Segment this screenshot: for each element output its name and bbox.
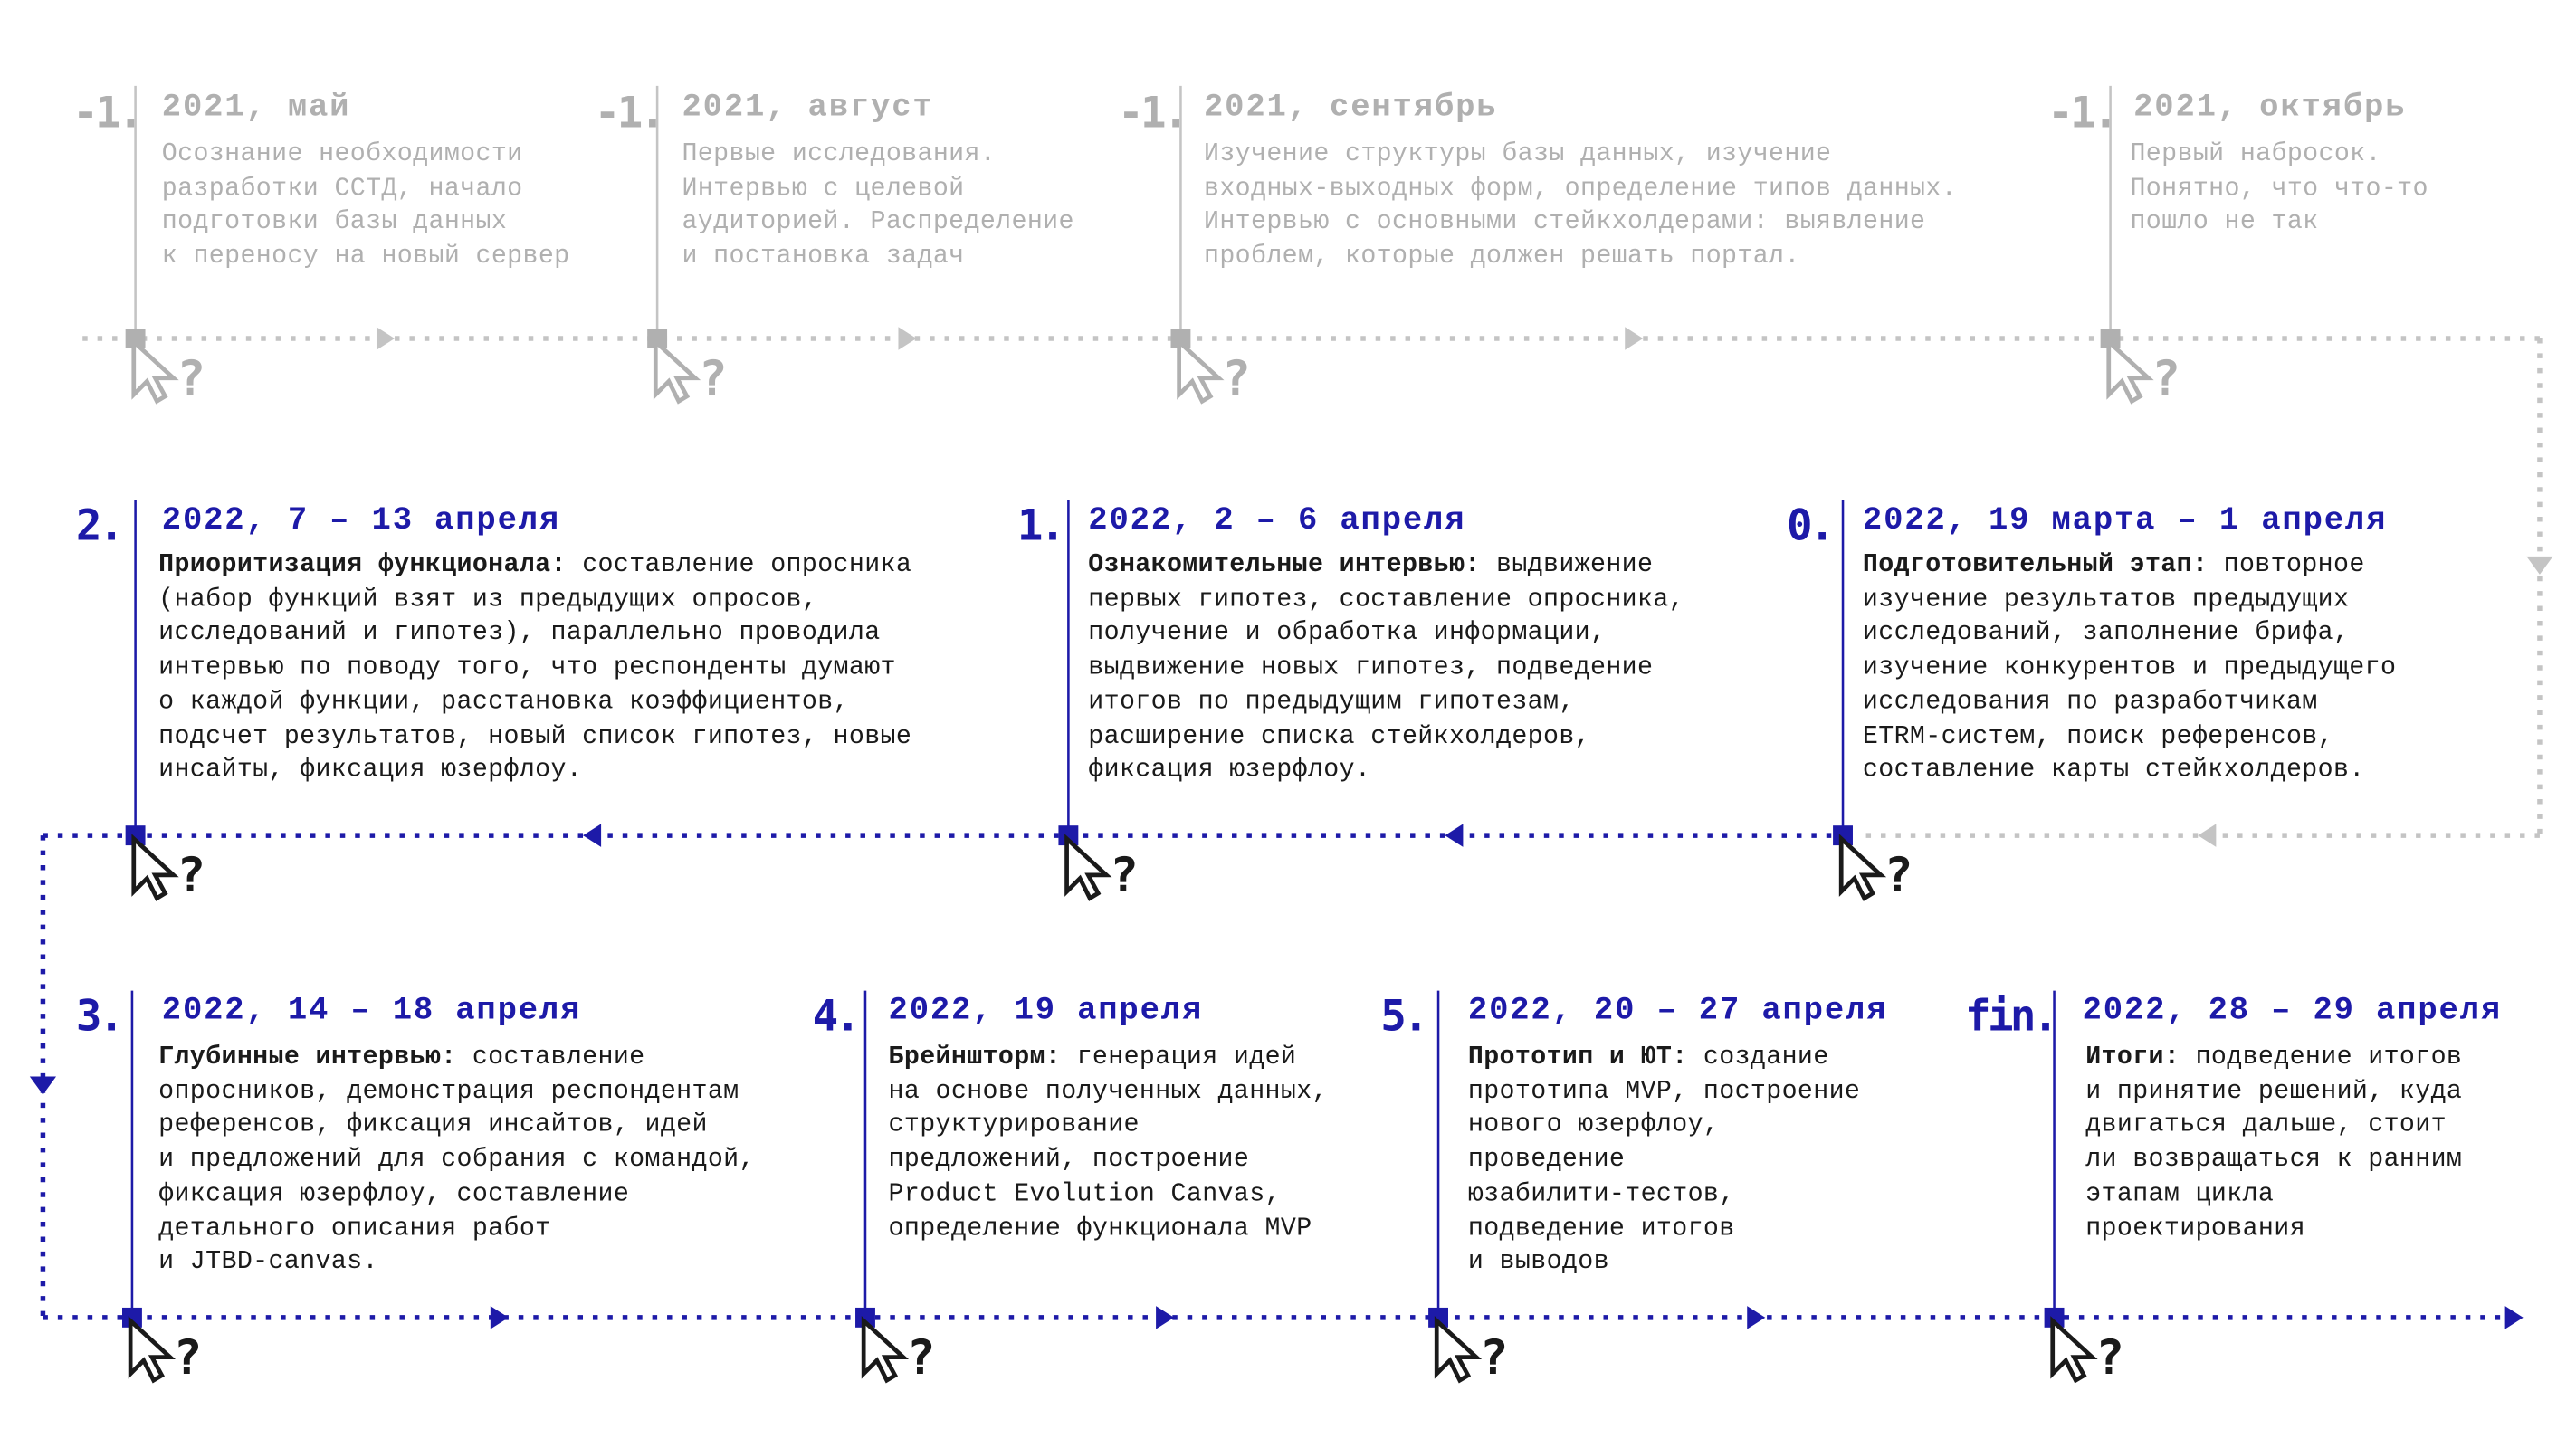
milestone-2021-august-number: -1. <box>594 89 665 139</box>
svg-text:?: ? <box>177 848 205 903</box>
arrow-row3-end <box>2504 1306 2524 1329</box>
arrow-row3-2 <box>1156 1306 1175 1329</box>
milestone-2021-september-date: 2021, сентябрь <box>1203 89 1498 126</box>
stage-3-date: 2022, 14 – 18 апреля <box>161 992 582 1029</box>
arrow-to-stage-0 <box>2198 824 2217 847</box>
milestone-2021-october-date: 2021, октябрь <box>2133 89 2407 126</box>
milestone-2021-august-text: Первые исследования. Интервью с целевой … <box>682 138 1074 272</box>
stage-3-title: Глубинные интервью: <box>158 1042 457 1072</box>
stage-1-cursor-question-icon: ? <box>1064 834 1139 903</box>
stage-1-number: 1. <box>1016 501 1066 552</box>
stage-2-description: Приоритизация функционала: составление о… <box>158 548 911 787</box>
stage-0-title: Подготовительный этап: <box>1862 549 2209 580</box>
stage-2-number: 2. <box>75 501 125 552</box>
arrow-row3-1 <box>490 1306 509 1329</box>
milestone-2021-august-date: 2021, август <box>682 89 934 126</box>
stage-2-text: составление опросника (набор функций взя… <box>158 549 912 785</box>
stage-2-title: Приоритизация функционала: <box>158 549 567 580</box>
milestone-2021-october-text: Первый набросок. Понятно, что что-то пош… <box>2130 138 2428 237</box>
stage-fin-text: подведение итогов и принятие решений, ку… <box>2085 1042 2463 1243</box>
arrow-down-left <box>29 1076 57 1095</box>
arrow-row2-2 <box>1445 824 1464 847</box>
stage-4-cursor-question-icon: ? <box>861 1316 936 1386</box>
stage-fin-title: Итоги: <box>2085 1042 2180 1072</box>
stage-5-text: создание прототипа MVP, построение новог… <box>1467 1042 1861 1277</box>
stage-5-title: Прототип и ЮТ: <box>1467 1042 1688 1072</box>
stage-5-cursor-question-icon: ? <box>1434 1316 1509 1386</box>
stage-0-text: повторное изучение результатов предыдущи… <box>1862 549 2397 785</box>
stage-0-node <box>1833 825 1853 846</box>
stage-2-node <box>125 825 146 846</box>
stage-4-title: Брейншторм: <box>888 1042 1062 1072</box>
svg-text:?: ? <box>1884 848 1913 903</box>
stage-3-cursor-question-icon: ? <box>128 1316 203 1386</box>
stage-0-description: Подготовительный этап: повторное изучени… <box>1863 548 2396 787</box>
stage-2-cursor-question-icon: ? <box>131 834 205 903</box>
stage-fin-cursor-question-icon: ? <box>2050 1316 2124 1386</box>
milestone-2021-may-text: Осознание необходимости разработки ССТД,… <box>161 138 570 272</box>
stage-fin-description: Итоги: подведение итогов и принятие реше… <box>2085 1040 2462 1245</box>
stage-fin-number: fin. <box>1965 992 2058 1043</box>
svg-text:?: ? <box>1110 848 1139 903</box>
stage-1-text: выдвижение первых гипотез, составление о… <box>1088 549 1685 785</box>
marker-2021-0-node <box>125 329 146 348</box>
stage-4-node <box>855 1307 875 1328</box>
marker-2021-2-cursor-question-icon: ? <box>1177 337 1251 406</box>
svg-text:?: ? <box>699 351 728 406</box>
stage-1-description: Ознакомительные интервью: выдвижение пер… <box>1088 548 1684 787</box>
stage-0-number: 0. <box>1787 501 1836 552</box>
marker-2021-0-cursor-question-icon: ? <box>131 337 205 406</box>
svg-text:?: ? <box>907 1330 936 1386</box>
stage-3-node <box>122 1307 142 1328</box>
stage-4-date: 2022, 19 апреля <box>888 992 1204 1029</box>
arrow-down-right <box>2526 556 2553 575</box>
stage-fin-date: 2022, 28 – 29 апреля <box>2082 992 2503 1029</box>
arrow-2021-3 <box>1625 327 1644 350</box>
marker-2021-1-cursor-question-icon: ? <box>653 337 728 406</box>
stage-3-description: Глубинные интервью: составление опросник… <box>158 1040 755 1279</box>
stage-1-title: Ознакомительные интервью: <box>1088 549 1481 580</box>
stage-fin-node <box>2044 1307 2065 1328</box>
stage-5-description: Прототип и ЮТ: создание прототипа MVP, п… <box>1468 1040 1860 1279</box>
arrow-2021-1 <box>376 327 396 350</box>
arrow-row3-3 <box>1747 1306 1766 1329</box>
milestone-2021-october-number: -1. <box>2047 89 2118 139</box>
marker-2021-1-node <box>647 329 668 348</box>
stage-5-number: 5. <box>1380 992 1429 1043</box>
stage-4-text: генерация идей на основе полученных данн… <box>888 1042 1328 1243</box>
arrow-row2-1 <box>583 824 602 847</box>
stage-0-cursor-question-icon: ? <box>1838 834 1913 903</box>
stage-3-text: составление опросников, демонстрация рес… <box>158 1042 755 1277</box>
stage-5-node <box>1428 1307 1448 1328</box>
stage-1-date: 2022, 2 – 6 апреля <box>1088 501 1466 538</box>
stage-3-number: 3. <box>75 992 125 1043</box>
stage-5-date: 2022, 20 – 27 апреля <box>1467 992 1888 1029</box>
svg-text:?: ? <box>2095 1330 2124 1386</box>
milestone-2021-september-number: -1. <box>1118 89 1188 139</box>
svg-text:?: ? <box>2151 351 2180 406</box>
milestone-2021-september-text: Изучение структуры базы данных, изучение… <box>1203 138 1958 272</box>
arrow-2021-2 <box>898 327 917 350</box>
milestone-2021-may-date: 2021, май <box>161 89 351 126</box>
stage-4-number: 4. <box>812 992 862 1043</box>
svg-text:?: ? <box>177 351 205 406</box>
marker-2021-2-node <box>1170 329 1191 348</box>
stage-2-date: 2022, 7 – 13 апреля <box>161 501 561 538</box>
svg-text:?: ? <box>1222 351 1251 406</box>
stage-0-date: 2022, 19 марта – 1 апреля <box>1862 501 2388 538</box>
svg-text:?: ? <box>174 1330 203 1386</box>
marker-2021-3-cursor-question-icon: ? <box>2106 337 2180 406</box>
stage-1-node <box>1058 825 1079 846</box>
milestone-2021-may-number: -1. <box>72 89 143 139</box>
svg-text:?: ? <box>1480 1330 1509 1386</box>
stage-4-description: Брейншторм: генерация идей на основе пол… <box>889 1040 1328 1245</box>
marker-2021-3-node <box>2100 329 2121 348</box>
